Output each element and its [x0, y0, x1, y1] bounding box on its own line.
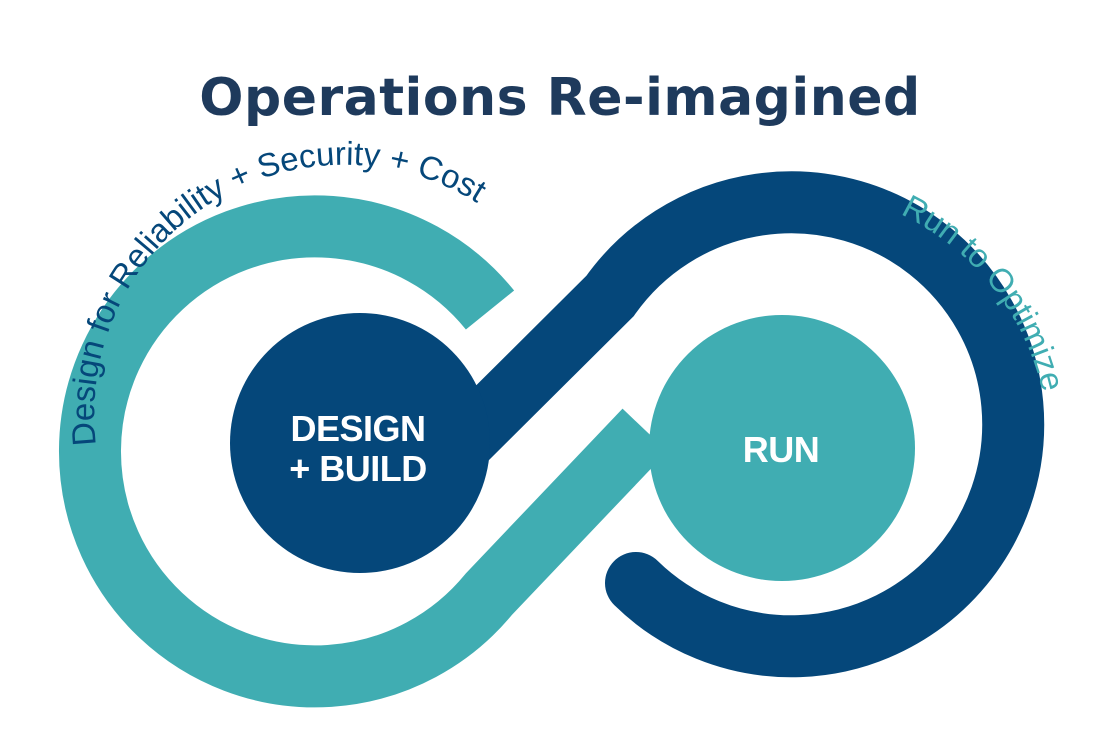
design-build-circle	[230, 313, 490, 573]
run-node-label: RUN	[743, 429, 820, 470]
design-loop-teal	[59, 195, 668, 708]
run-circle	[649, 315, 915, 581]
diagram-title: Operations Re-imagined	[199, 68, 921, 128]
design-node-label-line1: DESIGN	[290, 408, 425, 449]
run-loop-navy	[404, 171, 1045, 678]
design-node-label-line2: + BUILD	[289, 448, 427, 489]
